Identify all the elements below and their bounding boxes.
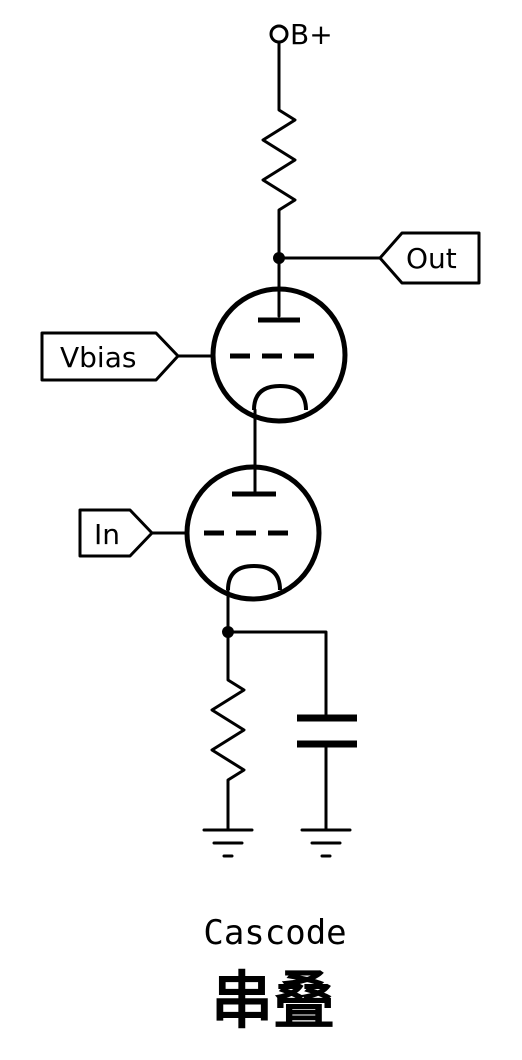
caption-english: Cascode xyxy=(203,913,346,953)
supply-label: B+ xyxy=(290,18,333,51)
input-tag: In xyxy=(78,508,154,558)
input-label: In xyxy=(94,518,120,551)
capacitor-wire-top xyxy=(226,630,328,718)
bias-label: Vbias xyxy=(60,341,136,374)
upper-tube-cathode xyxy=(252,383,308,411)
plate-resistor xyxy=(261,100,297,260)
lower-triode xyxy=(184,464,322,602)
ground-symbol-resistor xyxy=(202,828,254,858)
bias-tag-shape xyxy=(40,331,180,382)
output-tag: Out xyxy=(378,231,481,285)
ground-symbol-capacitor xyxy=(300,828,352,858)
caption-chinese: 串叠 xyxy=(211,964,335,1037)
bias-tag: Vbias xyxy=(40,331,180,382)
supply-terminal-circle xyxy=(269,24,289,44)
input-tag-shape xyxy=(78,508,154,558)
output-tag-shape xyxy=(378,231,481,285)
cathode-resistor xyxy=(210,630,246,832)
lower-tube-cathode xyxy=(226,563,282,591)
output-label: Out xyxy=(406,242,457,275)
